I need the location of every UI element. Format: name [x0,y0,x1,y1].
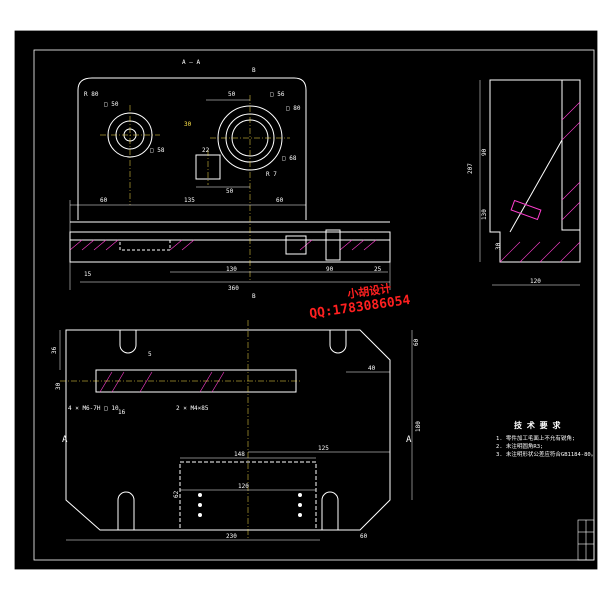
dim-front-50-bottom: 50 [226,188,234,195]
side-view [479,79,581,286]
front-centerlines [100,95,290,280]
dim-side-130: 130 [481,209,488,220]
side-pin [510,199,542,221]
plan-slot-bottom-left [117,491,135,530]
base-slot-right [325,229,341,261]
dim-front-60b: 60 [276,197,284,204]
watermark-line1: 小胡设计 [345,281,392,301]
dim-front-135: 135 [184,197,195,204]
plan-centerlines [60,320,300,540]
callout-sq80: □ 80 [286,105,301,112]
upright-plate-outline [77,77,307,220]
dim-plan-30: 30 [55,382,62,390]
dim-front-60: 60 [100,197,108,204]
plan-holes [198,493,302,517]
dim-plan-148: 148 [234,451,245,458]
callout-r7: R 7 [266,171,277,178]
callout-thread2: 2 × M4×85 [176,405,209,412]
section-b-bottom: B [252,293,256,300]
inner-frame [33,49,595,561]
tech-notes: 技 术 要 求 1. 零件加工毛面上不允有锐角; 2. 未注明圆角R3; 3. … [496,420,596,458]
dim-side-120: 120 [530,278,541,285]
dim-front-90: 90 [326,266,334,273]
dim-front-22: 22 [202,147,210,154]
callout-sq58: □ 58 [150,147,165,154]
dim-front-15: 15 [84,271,92,278]
tech-note-1: 1. 零件加工毛面上不允有锐角; [496,434,575,442]
section-a-left: A [62,435,68,445]
callout-sq56: □ 56 [270,91,285,98]
callout-r80: R 80 [84,91,99,98]
dim-plan-180: 180 [415,421,422,432]
side-web [561,79,581,231]
dim-front-130: 130 [226,266,237,273]
dim-side-30: 30 [495,242,502,250]
dim-plan-60: 60 [413,338,420,346]
dim-plan-5: 5 [148,351,152,358]
dim-plan-16: 16 [118,409,126,416]
dim-plan-62: 62 [173,490,180,498]
dim-side-207: 207 [467,163,474,174]
front-dim-lines [69,99,391,290]
side-gusset [509,139,563,233]
plan-outline [65,329,391,531]
dim-plan-125: 125 [318,445,329,452]
plan-slot-top-right [329,330,347,354]
dim-plan-36: 36 [51,346,58,354]
labels: A — A B B A A 50 30 22 50 60 135 60 130 … [51,59,541,540]
callout-sq68: □ 68 [282,155,297,162]
plan-hatch [99,371,225,393]
plan-slot-bottom-right [321,491,339,530]
dim-side-90: 90 [481,148,488,156]
side-dim-lines [479,80,580,286]
dim-plan-120: 120 [238,483,249,490]
front-view [69,77,391,290]
tech-note-3: 3. 未注明形状公差应符合GB1184-80。 [496,450,596,458]
plan-view [59,320,413,541]
section-label-top: A — A [182,59,200,66]
section-b-top: B [252,67,256,74]
dim-plan-40: 40 [368,365,376,372]
dim-plan-230: 230 [226,533,237,540]
callout-sq50: □ 50 [104,101,119,108]
outer-frame [13,29,599,571]
dim-plan-60b: 60 [360,533,368,540]
tech-note-2: 2. 未注明圆角R3; [496,442,543,450]
side-hatch [499,101,581,263]
base-hatch [69,239,377,251]
base-slot-left [119,239,171,251]
dim-front-360: 360 [228,285,239,292]
title-block [577,519,595,561]
dim-front-30: 30 [184,121,192,128]
tech-notes-title: 技 术 要 求 [514,420,561,430]
side-profile [489,79,581,263]
dim-front-25: 25 [374,266,382,273]
plan-dim-lines [59,330,413,541]
section-a-right: A [406,435,412,445]
callout-thread: 4 × M6-7H □ 10 [68,405,119,412]
plan-slot-top-left [119,330,137,354]
base-slot-mid [285,235,307,255]
dim-front-50-top: 50 [228,91,236,98]
